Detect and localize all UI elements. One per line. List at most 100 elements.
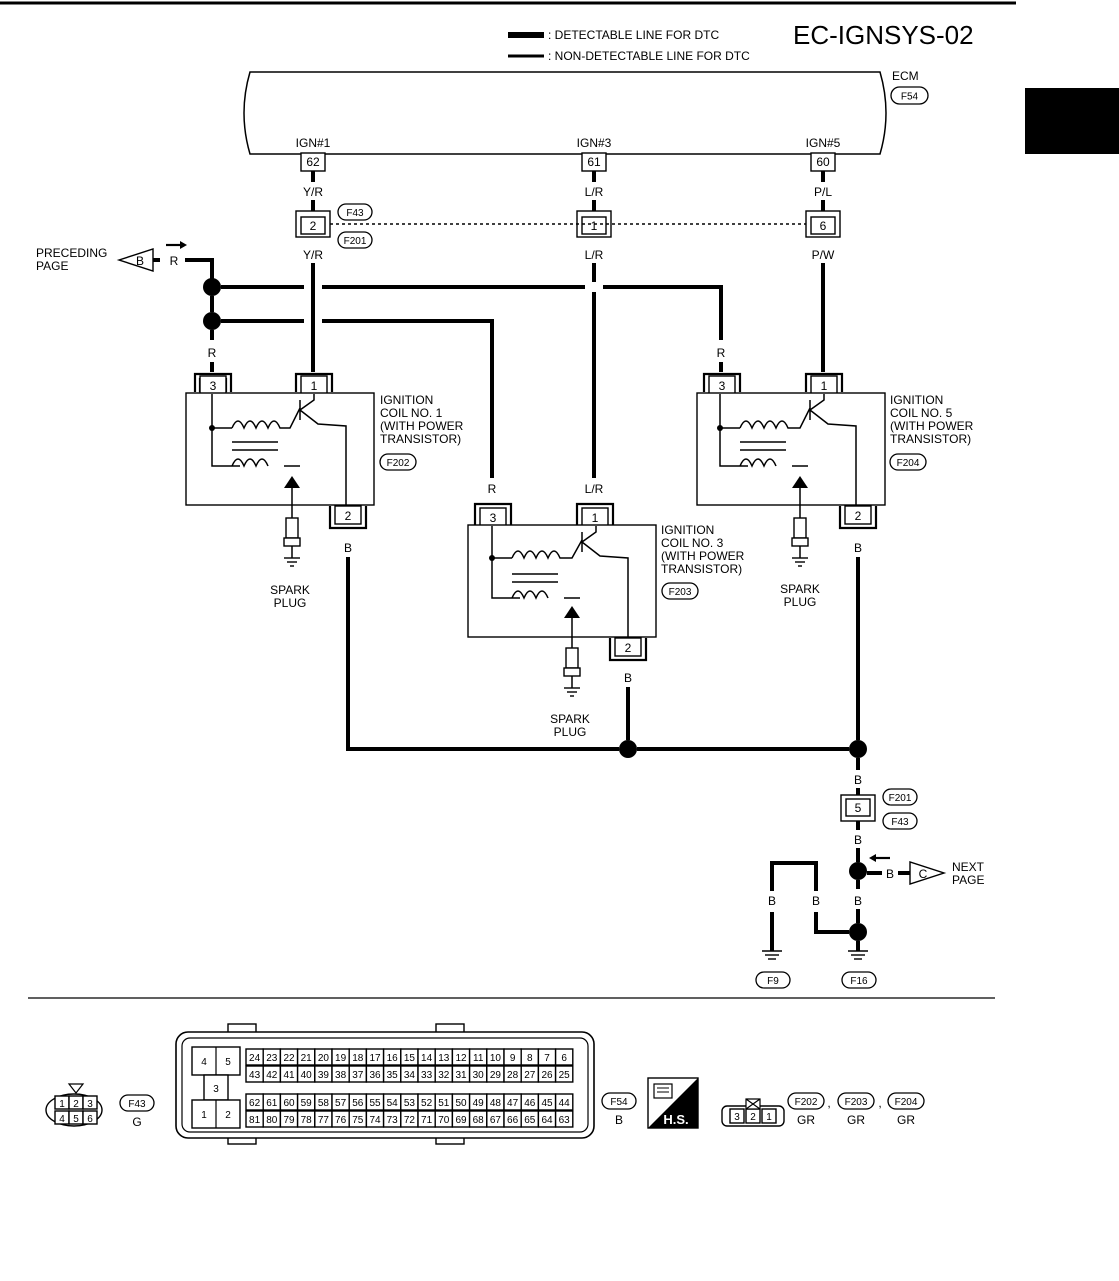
ground-wire-2: B [854,833,862,847]
coil3-pin-2: 2 [625,641,632,655]
f54-pin-number: 21 [301,1053,313,1064]
coil3-name-2: COIL NO. 3 [661,536,724,550]
f54-pin-cell [554,1065,574,1083]
ground-connector-a: F201 [889,793,912,804]
wire-ign1-top: Y/R [303,185,323,199]
next-arrow [909,861,947,885]
svg-text:,: , [878,1096,881,1110]
coil1-name-4: TRANSISTOR) [380,432,461,446]
next-label-2: PAGE [952,873,984,887]
ground-wire-5: B [768,894,776,908]
f54-pin-number: 18 [352,1053,364,1064]
legend-detectable-text: : DETECTABLE LINE FOR DTC [548,28,719,42]
ecm-pin-ign5: IGN#5 60 P/L 6 P/W [805,136,841,372]
f54-pin-number: 34 [404,1070,416,1081]
f54-pin-number: 54 [387,1098,399,1109]
next-arrow-label: C [919,867,928,881]
coil5-spark-1: SPARK [780,582,820,596]
coil1-pin-2: 2 [345,509,352,523]
splice-b-4 [849,923,867,941]
coil5-wire-b: B [854,541,862,555]
ground-wire-1: B [854,773,862,787]
f54-pin-number: 55 [369,1098,381,1109]
coil-view-f204: F204 [895,1097,918,1108]
coil3-wire-r: R [488,482,497,496]
svg-text:1: 1 [59,1099,65,1110]
coil5-name-3: (WITH POWER [890,419,974,433]
f54-pin-number: 57 [335,1098,347,1109]
coil3-spark-2: PLUG [554,725,587,739]
preceding-wire-label: R [170,254,179,268]
preceding-arrow-label: B [136,254,144,268]
coil3-name-1: IGNITION [661,523,714,537]
f54-pin-cell [554,1048,574,1066]
svg-text:2: 2 [750,1112,756,1123]
ecm-signal-ign3: IGN#3 [577,136,612,150]
f54-pin-number: 77 [318,1115,330,1126]
f54-pin-number: 20 [318,1053,330,1064]
f54-pin-number: 72 [404,1115,416,1126]
coil1-pin-3: 3 [210,379,217,393]
coil-view-color-2: GR [847,1113,865,1127]
coil1-pin-1: 1 [311,379,318,393]
f54-pin-number: 76 [335,1115,347,1126]
f54-pin-number: 9 [510,1053,516,1064]
f54-pin-number: 31 [455,1070,467,1081]
f54-pin-number: 26 [541,1070,553,1081]
f54-pin-number: 56 [352,1098,364,1109]
f54-pin-number: 29 [490,1070,502,1081]
f54-pin-number: 66 [507,1115,519,1126]
svg-text:4: 4 [59,1114,65,1125]
joint-pin-2: 2 [310,219,317,233]
coil3-spark-1: SPARK [550,712,590,726]
f54-pin-number: 12 [455,1053,467,1064]
svg-text:5: 5 [225,1057,231,1068]
f54-pin-number: 63 [559,1115,571,1126]
f54-pin-number: 65 [524,1115,536,1126]
f54-pin-number: 36 [369,1070,381,1081]
joint-pin-1: 1 [591,219,598,233]
f54-pin-number: 10 [490,1053,502,1064]
f54-pin-number: 17 [369,1053,381,1064]
f54-pin-number: 30 [473,1070,485,1081]
f54-pin-number: 28 [507,1070,519,1081]
f54-view-color: B [615,1113,623,1127]
f54-pin-number: 38 [335,1070,347,1081]
coil3-connector: F203 [669,587,692,598]
f54-pin-number: 67 [490,1115,502,1126]
coil1-name-2: COIL NO. 1 [380,406,443,420]
svg-text:2: 2 [73,1099,79,1110]
svg-text:5: 5 [73,1114,79,1125]
f54-pin-number: 61 [266,1098,278,1109]
f54-pin-number: 8 [527,1053,533,1064]
coil3-pin-3: 3 [490,511,497,525]
ground-wire-3: B [854,894,862,908]
connector-view-f43: 1 2 3 4 5 6 F43 G [45,1083,155,1129]
joint-connector-b: F201 [344,236,367,247]
wire-ign5-top: P/L [814,185,832,199]
ecm-pin-61: 61 [587,155,601,169]
f54-pin-number: 27 [524,1070,536,1081]
f54-pin-number: 75 [352,1115,364,1126]
ground-connector-b: F43 [891,817,909,828]
f54-pin-number: 81 [249,1115,261,1126]
coil5-pin-2: 2 [855,509,862,523]
f54-pin-number: 80 [266,1115,278,1126]
coil5-spark-2: PLUG [784,595,817,609]
coil5-name-1: IGNITION [890,393,943,407]
page-tab [1025,88,1119,154]
wire-r-coil1: R [208,346,217,360]
wire-ign1-bottom: Y/R [303,248,323,262]
f54-pin-number: 51 [438,1098,450,1109]
svg-text:2: 2 [225,1110,231,1121]
f54-view-name: F54 [610,1097,628,1108]
f54-pin-number: 47 [507,1098,519,1109]
coil3-name-3: (WITH POWER [661,549,745,563]
f54-pin-number: 71 [421,1115,433,1126]
f54-pin-number: 6 [561,1053,567,1064]
ecm-label: ECM [892,69,919,83]
splice-r-2 [203,312,221,330]
preceding-label-1: PRECEDING [36,246,107,260]
f54-pin-number: 43 [249,1070,261,1081]
f54-pin-number: 41 [283,1070,295,1081]
